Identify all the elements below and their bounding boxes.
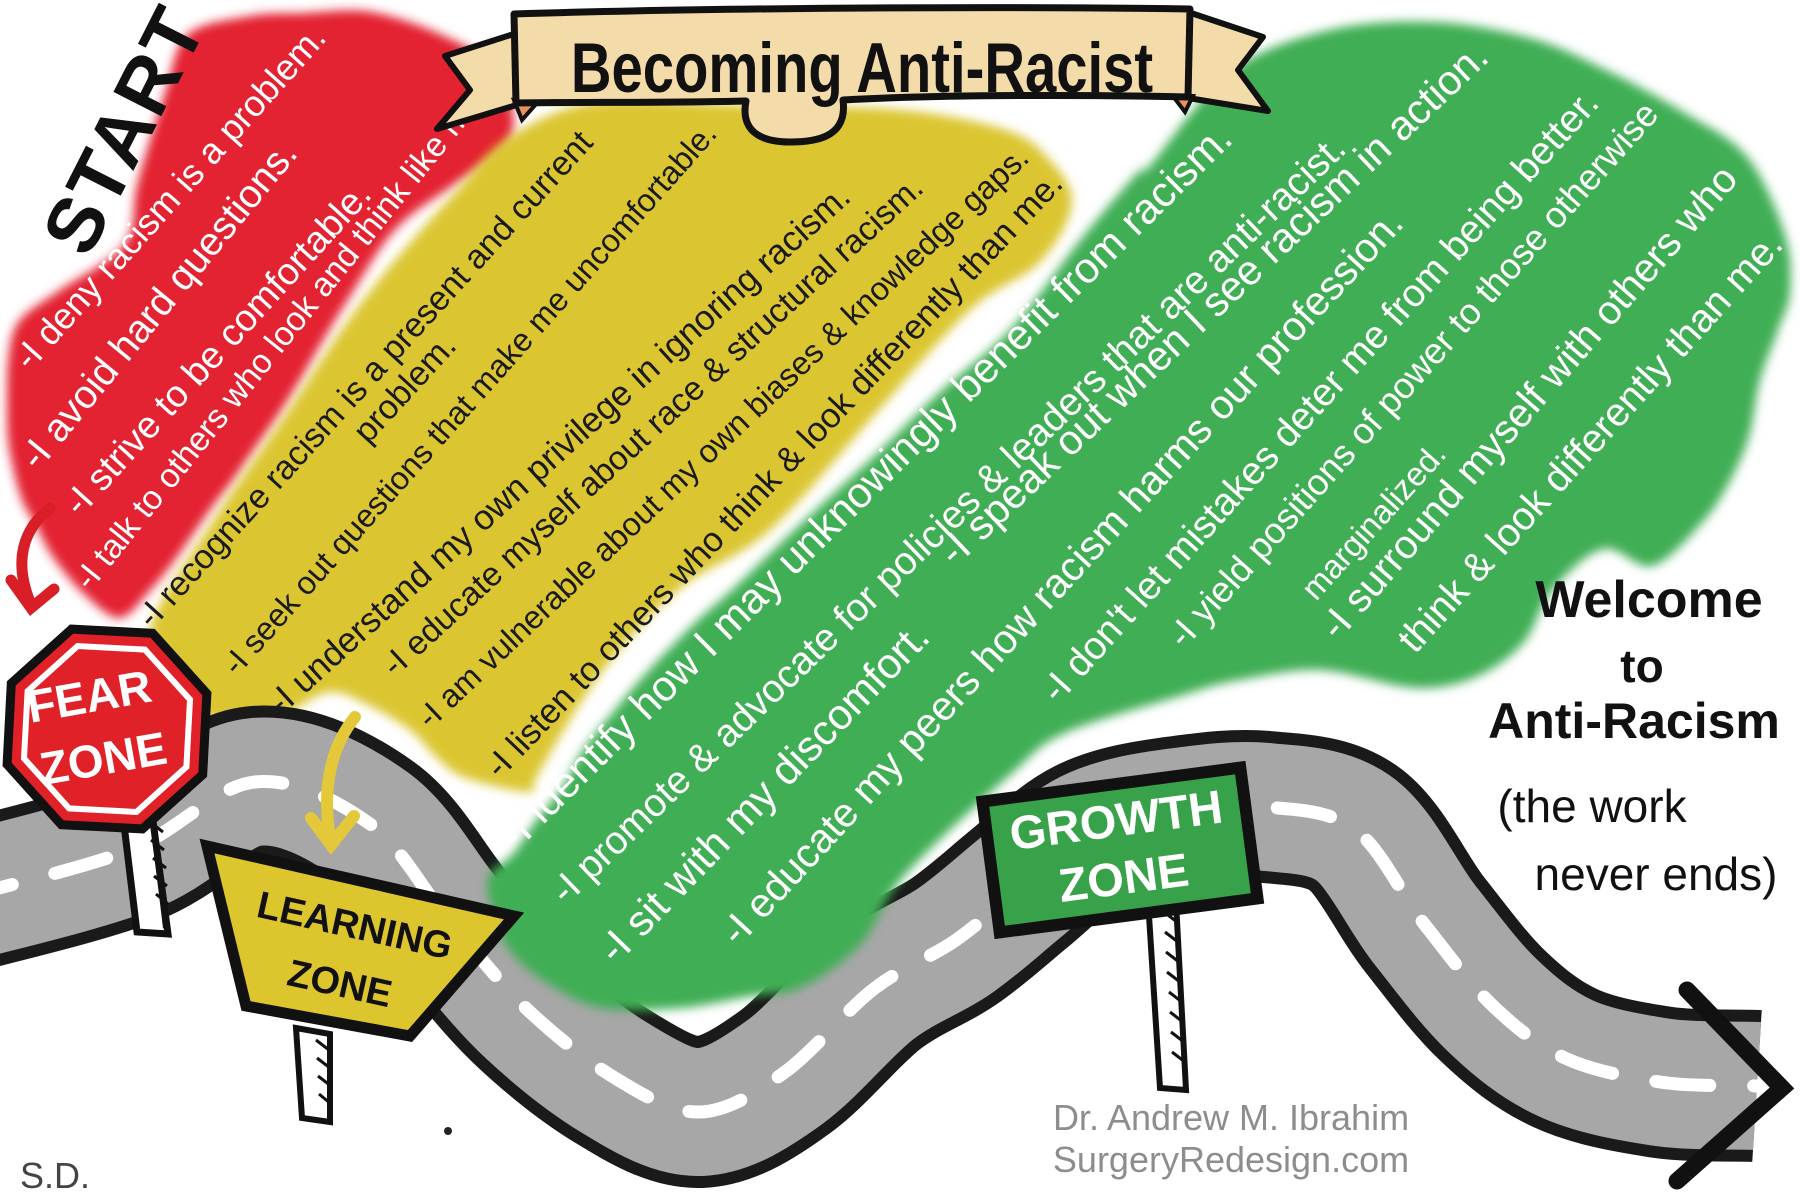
svg-text:Dr. Andrew M. Ibrahim: Dr. Andrew M. Ibrahim [1053,1097,1409,1138]
svg-text:Anti-Racism: Anti-Racism [1488,693,1780,749]
svg-text:Becoming Anti-Racist: Becoming Anti-Racist [571,28,1153,108]
svg-text:never ends): never ends) [1535,848,1778,900]
svg-text:S.D.: S.D. [20,1155,90,1196]
svg-text:(the work: (the work [1497,780,1687,832]
svg-text:SurgeryRedesign.com: SurgeryRedesign.com [1053,1139,1409,1180]
svg-text:Welcome: Welcome [1535,571,1762,629]
svg-text:to: to [1620,640,1663,692]
